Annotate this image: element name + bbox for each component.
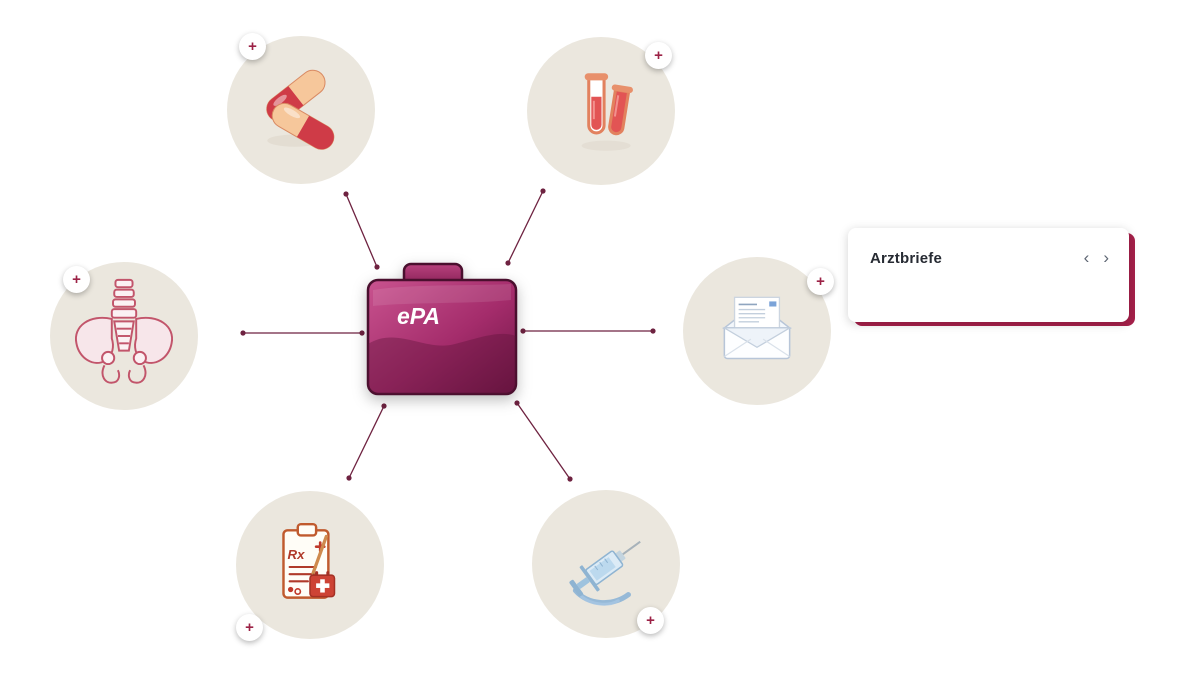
epa-label: ePA bbox=[397, 303, 440, 329]
node-imaging-plus-button[interactable]: + bbox=[63, 266, 90, 293]
card-prev-button[interactable]: ‹ bbox=[1082, 248, 1092, 267]
open-envelope-icon bbox=[722, 296, 792, 360]
pelvis-bone-icon bbox=[75, 278, 173, 384]
node-medication-plus-button[interactable]: + bbox=[239, 33, 266, 60]
folder-icon: ePA bbox=[366, 262, 518, 396]
node-prescriptions[interactable]: Rx bbox=[236, 491, 384, 639]
epa-folder[interactable]: ePA bbox=[363, 260, 521, 400]
arztbriefe-card: Arztbriefe ‹ › bbox=[848, 228, 1129, 322]
node-doctor-letters-plus-button[interactable]: + bbox=[807, 268, 834, 295]
plus-icon: + bbox=[72, 271, 81, 288]
test-tubes-icon bbox=[581, 73, 633, 151]
plus-icon: + bbox=[245, 619, 254, 636]
plus-icon: + bbox=[646, 612, 655, 629]
plus-icon: + bbox=[816, 273, 825, 290]
card-title: Arztbriefe bbox=[870, 250, 943, 267]
pills-icon bbox=[266, 69, 335, 150]
chevron-right-icon: › bbox=[1103, 248, 1109, 267]
node-medication[interactable] bbox=[227, 36, 375, 184]
card-nav: ‹ › bbox=[1082, 248, 1111, 267]
plus-icon: + bbox=[654, 47, 663, 64]
plus-icon: + bbox=[248, 38, 257, 55]
node-lab-samples-plus-button[interactable]: + bbox=[645, 42, 672, 69]
node-doctor-letters[interactable] bbox=[683, 257, 831, 405]
node-vaccination-plus-button[interactable]: + bbox=[637, 607, 664, 634]
prescription-clipboard-icon: Rx bbox=[282, 522, 336, 599]
rx-label: Rx bbox=[288, 547, 306, 562]
chevron-left-icon: ‹ bbox=[1083, 248, 1090, 267]
node-prescriptions-plus-button[interactable]: + bbox=[236, 614, 263, 641]
card-next-button[interactable]: › bbox=[1101, 248, 1111, 267]
syringe-icon bbox=[569, 540, 641, 606]
